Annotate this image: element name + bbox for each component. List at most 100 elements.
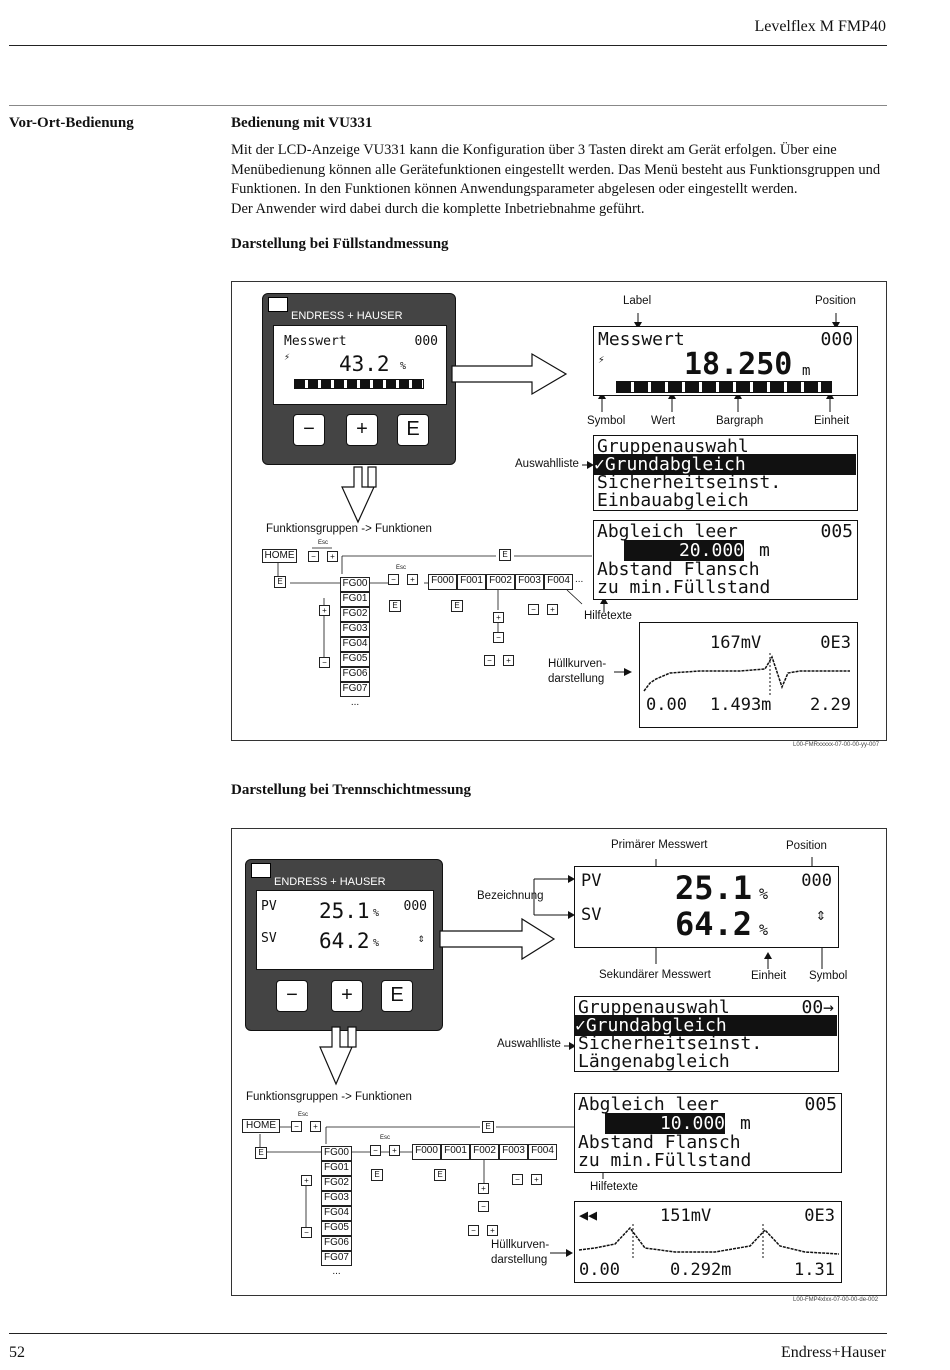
tree2-e-back-button[interactable]: E <box>482 1121 494 1133</box>
help2-line-4: zu min.Füllstand <box>578 1150 752 1171</box>
fg-item[interactable]: FG05 <box>321 1221 352 1236</box>
lcd-bargraph <box>294 379 424 389</box>
function-item[interactable]: F001 <box>457 574 486 590</box>
function-item[interactable]: F000 <box>428 574 457 590</box>
fg-item[interactable]: FG00 <box>321 1146 352 1161</box>
tree-e-button[interactable]: E <box>274 576 286 588</box>
val2-plus-button[interactable]: + <box>478 1183 489 1194</box>
tree2-plus-button[interactable]: + <box>310 1121 321 1132</box>
document-title: Levelflex M FMP40 <box>754 18 886 35</box>
envelope-curve-2 <box>578 1224 840 1260</box>
label-huellkurven2-1: Hüllkurven- <box>491 1239 550 1251</box>
lcd-position: 000 <box>414 334 438 349</box>
func-e-button[interactable]: E <box>389 600 401 612</box>
val2-minus2-button[interactable]: − <box>468 1225 479 1236</box>
enter-button[interactable]: E <box>397 414 429 446</box>
label-auswahlliste: Auswahlliste <box>515 458 579 470</box>
tree-minus-button[interactable]: − <box>308 551 319 562</box>
fg-minus-button[interactable]: − <box>319 657 330 668</box>
menu-line-3[interactable]: Sicherheitseinst. <box>597 472 782 493</box>
val2-minus-button[interactable]: − <box>478 1201 489 1212</box>
val-minus2-button[interactable]: − <box>484 655 495 666</box>
func2-e2-button[interactable]: E <box>434 1169 446 1181</box>
help-line-1: Abgleich leer <box>597 521 738 542</box>
fg-item[interactable]: FG05 <box>340 652 370 667</box>
tree2-e-button[interactable]: E <box>255 1147 267 1159</box>
function-item[interactable]: F002 <box>470 1144 499 1160</box>
fg2-minus-button[interactable]: − <box>301 1227 312 1238</box>
fg-item[interactable]: FG06 <box>340 667 370 682</box>
brand-label: ENDRESS + HAUSER <box>291 310 403 322</box>
function-item[interactable]: F002 <box>486 574 515 590</box>
val-minus-button[interactable]: − <box>493 632 504 643</box>
menu-line-4[interactable]: Einbauabgleich <box>597 490 749 511</box>
fg-item[interactable]: FG00 <box>340 577 370 592</box>
func2-minus-button[interactable]: − <box>370 1145 381 1156</box>
fg-item[interactable]: FG02 <box>340 607 370 622</box>
fg-item[interactable]: FG03 <box>321 1191 352 1206</box>
help-display: Abgleich leer 005 20.000 m Abstand Flans… <box>593 520 858 600</box>
plus-button[interactable]: + <box>346 414 378 446</box>
menu2-line-1: Gruppenauswahl <box>578 997 730 1018</box>
fg-plus-button[interactable]: + <box>319 605 330 616</box>
menu-line-2-selected[interactable]: ✓Grundabgleich <box>594 454 856 475</box>
func-e2-button[interactable]: E <box>451 600 463 612</box>
tree2-minus-button[interactable]: − <box>291 1121 302 1132</box>
enter-button-2[interactable]: E <box>381 980 413 1012</box>
plus-button-2[interactable]: + <box>331 980 363 1012</box>
fg-item[interactable]: FG04 <box>340 637 370 652</box>
function-item[interactable]: F003 <box>499 1144 528 1160</box>
fg-item[interactable]: FG01 <box>321 1161 352 1176</box>
func2-e-button[interactable]: E <box>371 1169 383 1181</box>
menu-display: Gruppenauswahl ✓Grundabgleich Sicherheit… <box>593 435 858 511</box>
esc-label-4: Esc <box>380 1135 391 1141</box>
fg-item[interactable]: FG06 <box>321 1236 352 1251</box>
function-item[interactable]: F003 <box>515 574 544 590</box>
minus-button-2[interactable]: − <box>276 980 308 1012</box>
help-position: 005 <box>820 521 853 542</box>
label-position-2: Position <box>786 840 827 852</box>
fg2-plus-button[interactable]: + <box>301 1175 312 1186</box>
home-button[interactable]: HOME <box>262 549 297 563</box>
minus-button[interactable]: − <box>293 414 325 446</box>
zoom-unit-1: % <box>759 885 769 903</box>
label-wert: Wert <box>651 415 676 427</box>
zoom-bargraph <box>616 381 832 393</box>
help2-value[interactable]: 10.000 <box>605 1113 725 1134</box>
f-plus-button[interactable]: + <box>547 604 558 615</box>
curve-x1: 1.493m <box>710 695 772 715</box>
val-plus2-button[interactable]: + <box>503 655 514 666</box>
tree-e-back-button[interactable]: E <box>499 549 511 561</box>
function-item[interactable]: F004 <box>528 1144 557 1160</box>
curve2-x0: 0.00 <box>579 1260 620 1280</box>
val-plus-button[interactable]: + <box>493 612 504 623</box>
menu2-line-3[interactable]: Sicherheitseinst. <box>578 1033 763 1054</box>
fg-item[interactable]: FG02 <box>321 1176 352 1191</box>
fg-item[interactable]: FG07 <box>321 1251 352 1266</box>
function-item[interactable]: F004 <box>544 574 573 590</box>
function-item[interactable]: F001 <box>441 1144 470 1160</box>
help-line-4: zu min.Füllstand <box>597 577 771 598</box>
menu2-line-2-selected[interactable]: ✓Grundabgleich <box>575 1015 837 1036</box>
help-value[interactable]: 20.000 <box>624 540 744 561</box>
label-funktionsgruppen-2: Funktionsgruppen -> Funktionen <box>246 1091 412 1103</box>
func2-plus-button[interactable]: + <box>389 1145 400 1156</box>
f2-minus-button[interactable]: − <box>512 1174 523 1185</box>
home-button-2[interactable]: HOME <box>242 1119 280 1133</box>
fg-item[interactable]: FG04 <box>321 1206 352 1221</box>
val2-plus2-button[interactable]: + <box>487 1225 498 1236</box>
fg-item[interactable]: FG07 <box>340 682 370 697</box>
label-huellkurven2-2: darstellung <box>491 1254 548 1266</box>
f2-plus-button[interactable]: + <box>531 1174 542 1185</box>
lcd-value: 43.2 <box>339 352 390 376</box>
f-minus-button[interactable]: − <box>528 604 539 615</box>
help-unit: m <box>759 540 770 561</box>
func-minus-button[interactable]: − <box>388 574 399 585</box>
tree-plus-button[interactable]: + <box>327 551 338 562</box>
function-item[interactable]: F000 <box>412 1144 441 1160</box>
func-plus-button[interactable]: + <box>407 574 418 585</box>
menu2-line-4[interactable]: Längenabgleich <box>578 1051 730 1072</box>
fg-item[interactable]: FG03 <box>340 622 370 637</box>
lcd-symbol-icon-2: ⇕ <box>417 931 425 945</box>
fg-item[interactable]: FG01 <box>340 592 370 607</box>
